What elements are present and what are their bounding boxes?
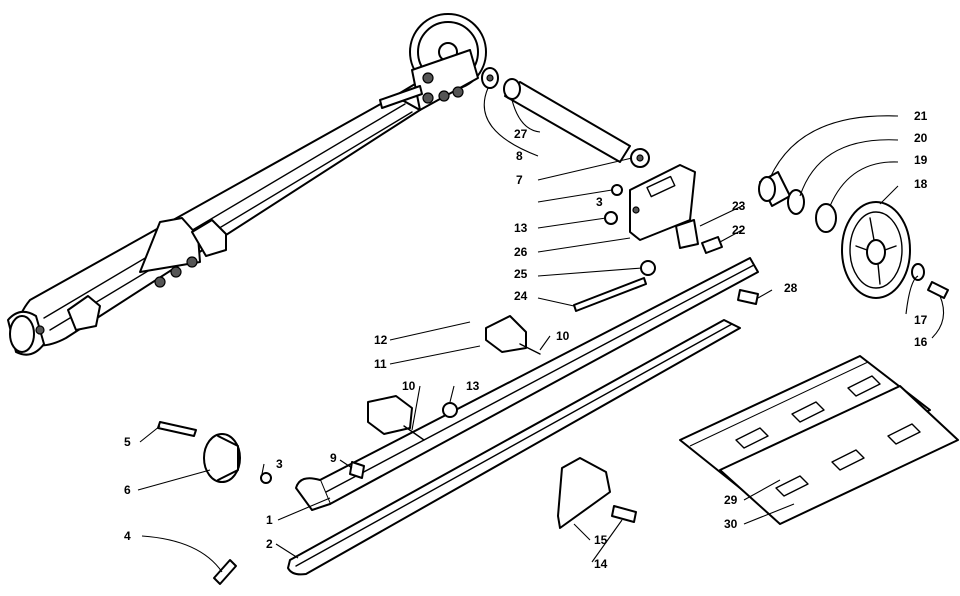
callout-13-lower: 13 xyxy=(466,379,480,393)
callout-3-right: 3 xyxy=(596,195,603,209)
track-section-30 xyxy=(719,385,959,525)
callout-20: 20 xyxy=(914,131,928,145)
callout-15: 15 xyxy=(594,533,608,547)
callout-8: 8 xyxy=(516,149,523,163)
callout-22: 22 xyxy=(732,223,746,237)
callout-29: 29 xyxy=(724,493,738,507)
slider-block-lower xyxy=(367,395,413,435)
screw-4 xyxy=(213,559,237,585)
callout-10-upper: 10 xyxy=(556,329,570,343)
callout-6: 6 xyxy=(124,483,131,497)
callout-23: 23 xyxy=(732,199,746,213)
callout-4: 4 xyxy=(124,529,131,543)
bolt-5 xyxy=(157,421,197,437)
callout-5: 5 xyxy=(124,435,131,449)
slider-block-upper xyxy=(485,315,527,353)
bearing-21 xyxy=(758,171,791,207)
callout-1: 1 xyxy=(266,513,273,527)
nut-13-lower xyxy=(442,402,458,418)
callout-28: 28 xyxy=(784,281,798,295)
nut-3 xyxy=(611,184,623,196)
mount-bracket xyxy=(629,164,696,241)
spacer-25 xyxy=(640,260,656,276)
bolt-16 xyxy=(927,281,949,299)
callout-2: 2 xyxy=(266,537,273,551)
callout-10-lower: 10 xyxy=(402,379,416,393)
leader-lines xyxy=(137,87,945,573)
axle-shaft xyxy=(503,78,631,163)
snap-ring-20 xyxy=(787,189,805,215)
callout-24: 24 xyxy=(514,289,528,303)
wear-strip xyxy=(287,319,741,576)
assembled-slide-rail xyxy=(7,13,487,356)
bolt-24 xyxy=(573,277,647,312)
screw-9 xyxy=(349,461,365,479)
callout-9: 9 xyxy=(330,451,337,465)
nut-3-lower xyxy=(260,472,272,484)
bearing-19 xyxy=(815,203,837,233)
bracket-15 xyxy=(557,457,611,529)
callout-3-left: 3 xyxy=(276,457,283,471)
callout-19: 19 xyxy=(914,153,928,167)
callout-27: 27 xyxy=(514,127,528,141)
slide-rail xyxy=(295,257,759,511)
bolt-14 xyxy=(611,505,637,523)
callout-labels: 1 2 3 3 4 5 6 7 8 9 10 10 11 12 13 13 14… xyxy=(124,109,928,571)
callout-12: 12 xyxy=(374,333,388,347)
wheel-6 xyxy=(203,433,241,483)
callout-11: 11 xyxy=(374,357,387,371)
callout-18: 18 xyxy=(914,177,928,191)
callout-7: 7 xyxy=(516,173,523,187)
bolt-22 xyxy=(701,236,723,254)
bolt-28 xyxy=(737,289,759,305)
idler-wheel xyxy=(841,201,911,299)
callout-17: 17 xyxy=(914,313,928,327)
callout-16: 16 xyxy=(914,335,928,349)
nut-13 xyxy=(604,211,618,225)
callout-14: 14 xyxy=(594,557,608,571)
callout-25: 25 xyxy=(514,267,528,281)
spacer-23 xyxy=(675,219,699,249)
callout-30: 30 xyxy=(724,517,738,531)
pin-10-lower xyxy=(403,425,425,441)
callout-21: 21 xyxy=(914,109,928,123)
pin-10-upper xyxy=(519,343,541,355)
callout-13-upper: 13 xyxy=(514,221,528,235)
callout-26: 26 xyxy=(514,245,528,259)
washer-17 xyxy=(911,263,925,281)
